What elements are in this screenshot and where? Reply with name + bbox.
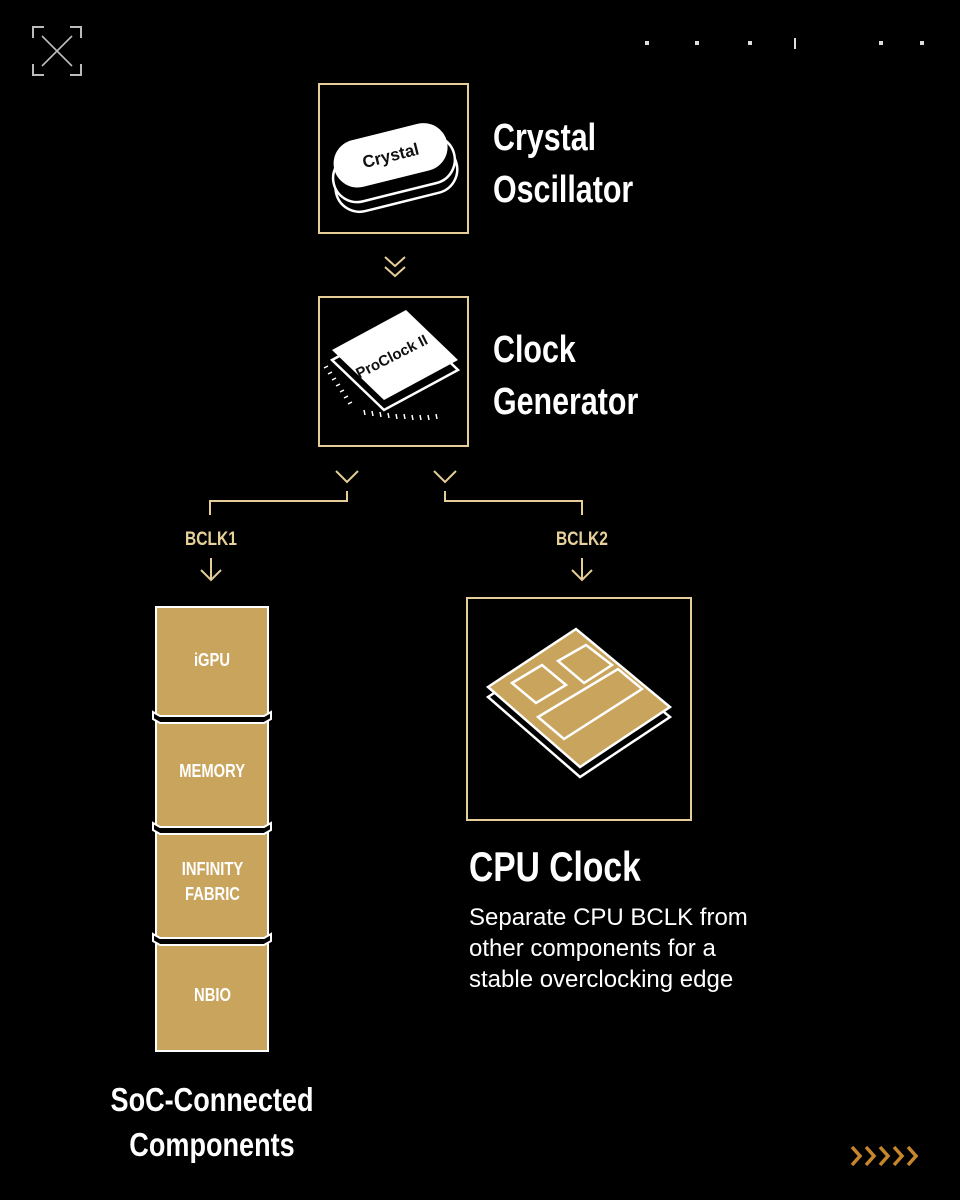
bclk1-label: BCLK1	[185, 529, 237, 550]
soc-title-line2: Components	[129, 1126, 295, 1163]
chip-icon: ProClock II	[323, 310, 461, 421]
cpu-desc-line1: Separate CPU BCLK from	[469, 904, 748, 931]
cpu-clock-description: Separate CPU BCLK from other components …	[469, 902, 799, 995]
cpu-icon	[485, 627, 673, 779]
soc-segment-memory: MEMORY	[158, 720, 266, 822]
cpu-clock-box	[466, 597, 692, 821]
close-icon[interactable]	[32, 26, 82, 76]
soc-segment-dividers	[152, 710, 272, 946]
cpu-desc-line2: other components for a	[469, 935, 716, 962]
clock-generator-box: ProClock II	[318, 296, 469, 447]
soc-segment-nbio: NBIO	[158, 942, 266, 1048]
clock-generator-title: Clock Generator	[493, 324, 638, 428]
next-chevrons-icon[interactable]	[848, 1143, 928, 1169]
cpu-desc-line3: stable overclocking edge	[469, 966, 734, 993]
crystal-title-line2: Oscillator	[493, 169, 634, 211]
double-chevron-down-icon	[384, 256, 406, 278]
soc-segment-igpu: iGPU	[158, 609, 266, 711]
fabric-label: FABRIC	[184, 884, 240, 904]
bclk2-label: BCLK2	[556, 529, 608, 550]
soc-segment-infinity-fabric: INFINITY FABRIC	[158, 831, 266, 933]
clock-gen-title-line2: Generator	[493, 381, 639, 423]
crystal-title-line1: Crystal	[493, 117, 597, 159]
crystal-oscillator-box: Crystal	[318, 83, 469, 234]
page-dots-indicator	[645, 38, 924, 49]
cpu-clock-title: CPU Clock	[469, 843, 641, 890]
crystal-oscillator-title: Crystal Oscillator	[493, 112, 633, 216]
infinity-label: INFINITY	[181, 859, 243, 879]
soc-title: SoC-Connected Components	[89, 1077, 335, 1167]
branch-connectors	[200, 470, 593, 582]
clock-gen-title-line1: Clock	[493, 329, 576, 371]
crystal-icon: Crystal	[331, 123, 459, 214]
soc-title-line1: SoC-Connected	[110, 1081, 314, 1118]
